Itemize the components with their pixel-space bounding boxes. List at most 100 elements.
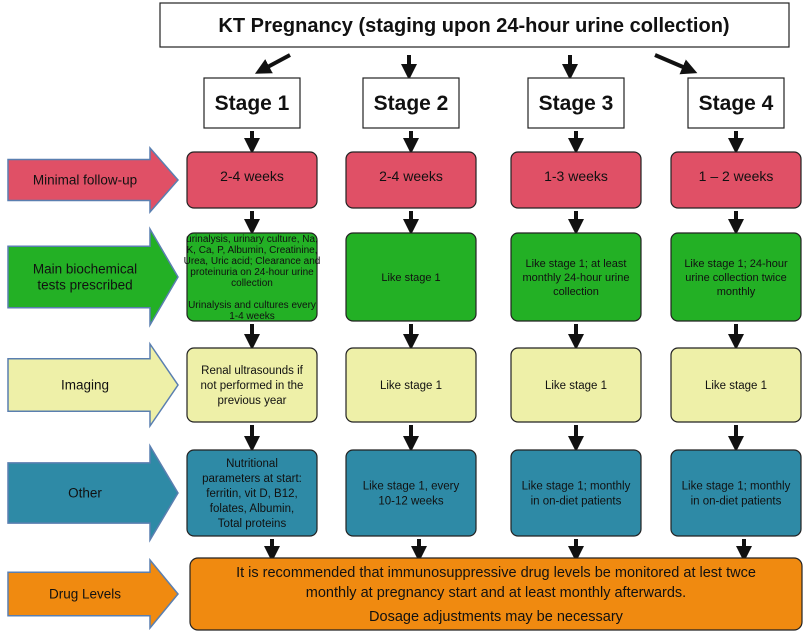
row-label-3-line: Imaging [61,378,109,393]
cell-text-r4-c3-line: in on-diet patients [531,496,622,508]
cell-r1-c3 [510,151,642,209]
cell-text-r2-c3: Like stage 1; at least monthly 24-hour ur… [522,258,629,298]
row-arrow-2 [7,226,179,328]
cell-text-r1-c4-line: 1 – 2 weeks [699,168,774,184]
cell-text-r2-c1-line: collection [231,278,273,289]
row-label-drug: Drug Levels [49,587,121,602]
row-label-4: Other [68,486,102,501]
connector-arrows [244,53,752,562]
cell-text-r2-c4: Like stage 1; 24-hour urine collection tw… [684,258,788,298]
cell-text-r3-c4-line: Like stage 1 [705,380,767,392]
cell-text-r2-c1-line: proteinuria on 24-hour urine [190,267,314,278]
cell-text-r3-c1-line: not performed in the [201,380,304,392]
cell-text-r2-c2-line: Like stage 1 [381,272,440,284]
cell-text-r4-c2-line: 10-12 weeks [378,496,443,508]
cell-text-r1-c2-line: 2-4 weeks [379,168,443,184]
cell-text-r3-c4: Like stage 1 [705,380,767,392]
cell-text-r4-c4-line: in on-diet patients [691,496,782,508]
drug-levels-line: Dosage adjustments may be necessary [369,609,624,625]
cell-text-r2-c1: urinalysis, urinary culture, Na,K, Ca, P… [184,234,321,322]
drug-levels-box [189,557,803,631]
cell-r4-c3 [510,449,642,537]
row-label-1-line: Minimal follow-up [33,173,137,188]
cell-text-r2-c4-line: monthly [717,286,756,298]
cell-text-r1-c1-line: 2-4 weeks [220,168,284,184]
cell-text-r4-c3: Like stage 1; monthly in on-diet patients [522,481,631,508]
cell-text-r4-c4: Like stage 1; monthly in on-diet patients [682,481,791,508]
cell-text-r1-c3: 1-3 weeks [544,168,608,184]
stage-header-2 [362,77,460,129]
cell-text-r4-c1: Nutritional parameters at start: ferritin,… [202,458,302,530]
row-label-2-line: Main biochemical [33,262,137,277]
cell-text-r4-c1-line: ferritin, vit D, B12, [206,488,297,500]
row-arrow-1 [7,146,179,214]
cell-text-r2-c4-line: urine collection twice [685,272,787,284]
row-label-drug-line: Drug Levels [49,587,121,602]
title-to-stage-arrow-4 [654,53,698,75]
title-text: KT Pregnancy (staging upon 24-hour urine… [218,15,729,37]
cell-text-r3-c1: Renal ultrasounds if not performed in the… [201,365,304,407]
cell-r1-c2 [345,151,477,209]
stage-label-3: Stage 3 [539,92,614,115]
row-label-3: Imaging [61,378,109,393]
cell-text-r4-c1-line: parameters at start: [202,473,302,485]
row-label-2-line: tests prescribed [37,278,132,293]
row-arrow-3 [7,341,179,429]
row-arrow-4 [7,443,179,543]
cell-text-r3-c3-line: Like stage 1 [545,380,607,392]
drug-levels-text: It is recommended that immunosuppressive… [236,565,756,625]
drug-levels-line: monthly at pregnancy start and at least … [306,585,686,601]
cell-text-r2-c3-line: collection [553,286,599,298]
cell-r2-c4 [670,232,802,322]
cell-text-r2-c1-line: Urea, Uric acid; Clearance and [184,256,321,267]
title-to-stage-arrow-1 [254,53,291,74]
cell-text-r3-c1-line: Renal ultrasounds if [201,365,303,377]
cell-text-r3-c2: Like stage 1 [380,380,442,392]
cell-text-r2-c3-line: Like stage 1; at least [526,258,627,270]
drug-levels-line: It is recommended that immunosuppressive… [236,565,756,581]
row-label-1: Minimal follow-up [33,173,137,188]
cell-text-r1-c3-line: 1-3 weeks [544,168,608,184]
cell-r4-c1 [186,449,318,537]
cell-r3-c4 [670,347,802,423]
cell-text-r3-c1-line: previous year [217,395,286,407]
cell-text-r2-c3-line: monthly 24-hour urine [522,272,629,284]
cell-text-r2-c1-line: Urinalysis and cultures every [188,300,316,311]
cell-text-r1-c1: 2-4 weeks [220,168,284,184]
cell-r1-c1 [186,151,318,209]
cell-r2-c3 [510,232,642,322]
row-arrow-drug [7,557,179,631]
stage-label-2: Stage 2 [374,92,449,115]
cell-r3-c2 [345,347,477,423]
stage-label-1: Stage 1 [215,92,290,115]
cell-text-r2-c4-line: Like stage 1; 24-hour [684,258,788,270]
cell-r2-c1 [186,232,318,322]
cell-r3-c3 [510,347,642,423]
cell-text-r2-c1-line: K, Ca, P, Albumin, Creatinine, [187,245,318,256]
cell-r3-c1 [186,347,318,423]
cell-text-r4-c1-line: Total proteins [218,518,287,530]
cell-r1-c4 [670,151,802,209]
title-box [159,2,790,48]
cell-text-r4-c4-line: Like stage 1; monthly [682,481,791,493]
cell-text-r1-c2: 2-4 weeks [379,168,443,184]
cell-r2-c2 [345,232,477,322]
cell-text-r4-c2-line: Like stage 1, every [363,481,460,493]
cell-text-r3-c3: Like stage 1 [545,380,607,392]
cell-text-r2-c1-line: urinalysis, urinary culture, Na, [186,234,318,245]
row-label-4-line: Other [68,486,102,501]
cell-r4-c4 [670,449,802,537]
cell-text-r2-c1-line: 1-4 weeks [229,311,275,322]
cell-text-r4-c3-line: Like stage 1; monthly [522,481,631,493]
cell-text-r3-c2-line: Like stage 1 [380,380,442,392]
stage-header-4 [687,77,785,129]
cell-r4-c2 [345,449,477,537]
cell-text-r2-c2: Like stage 1 [381,272,440,284]
stage-header-3 [527,77,625,129]
cell-text-r4-c2: Like stage 1, every 10-12 weeks [363,481,460,508]
cell-text-r4-c1-line: folates, Albumin, [210,503,294,515]
cell-text-r4-c1-line: Nutritional [226,458,278,470]
